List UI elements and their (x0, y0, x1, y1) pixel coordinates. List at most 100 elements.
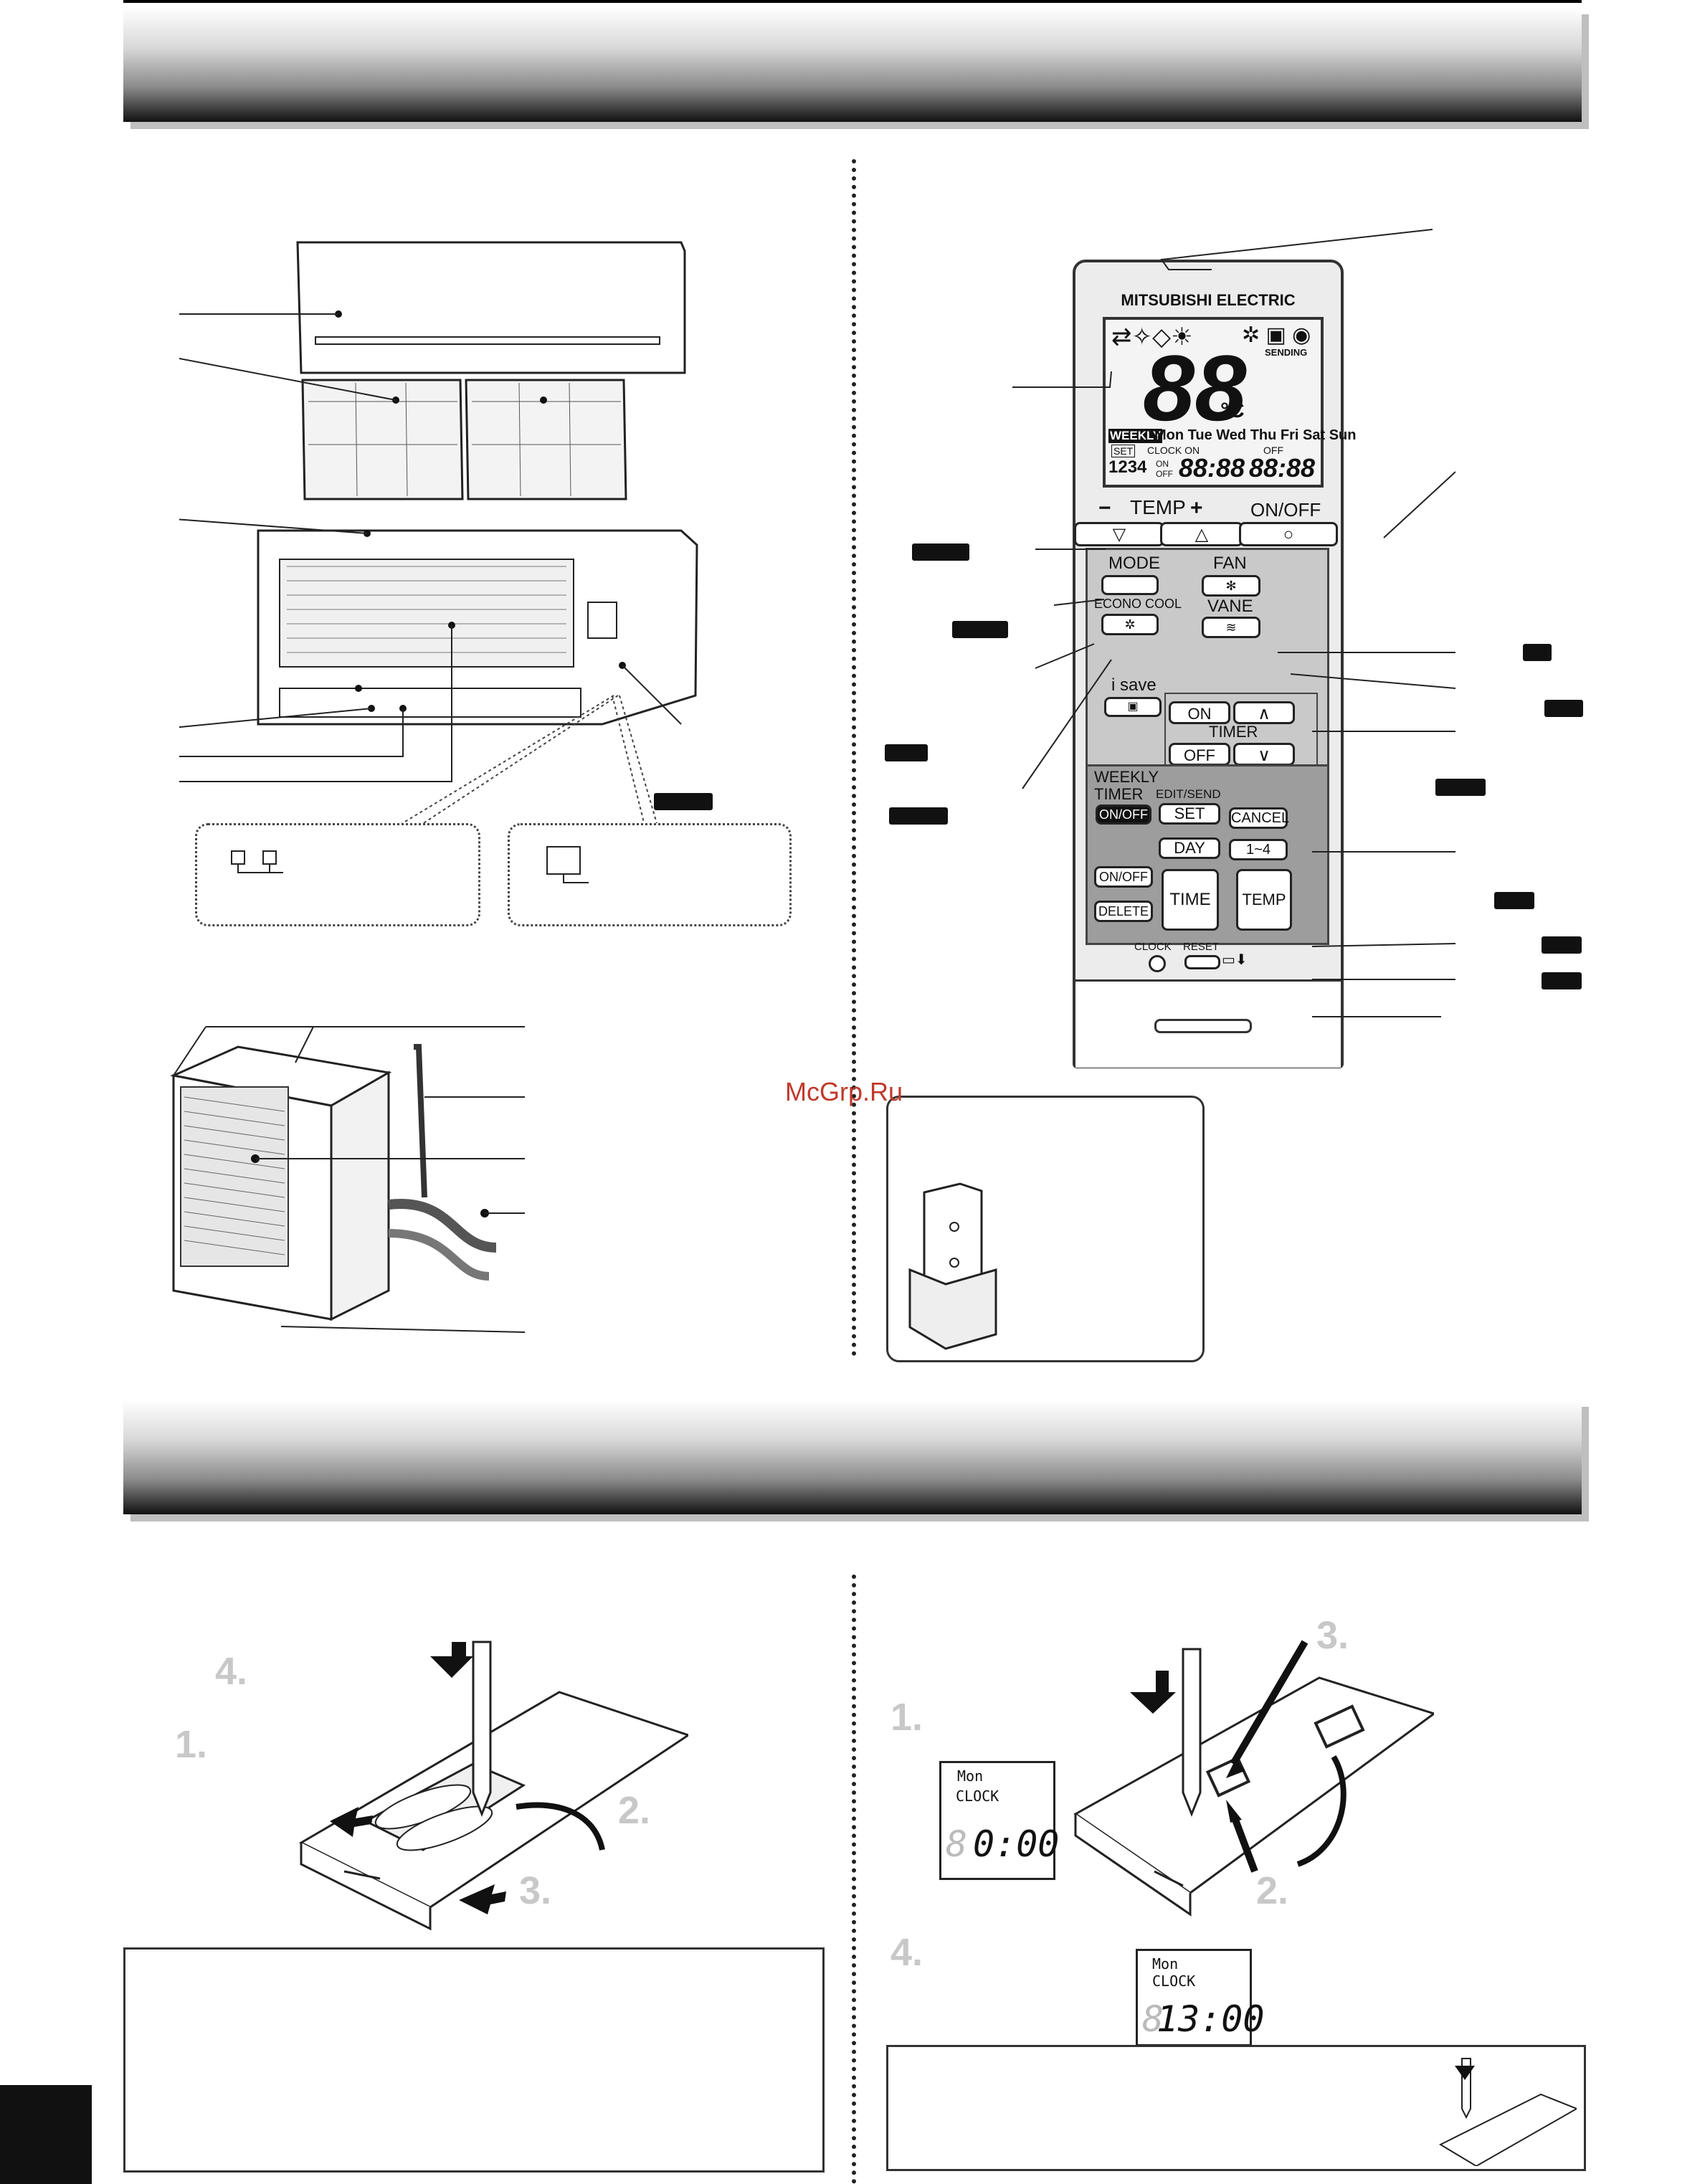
weekly-timer-onoff-button[interactable]: ON/OFF (1096, 804, 1151, 825)
reset-button[interactable] (1184, 955, 1220, 969)
weekly-timer-onoff-label: ON/OFF (1099, 807, 1148, 822)
timer-up-button[interactable]: ∧ (1233, 701, 1295, 724)
weekly-temp-label: TEMP (1242, 891, 1286, 908)
battery-step-3: 3. (519, 1869, 552, 1912)
temp-plus-icon: + (1190, 496, 1203, 520)
sensor-detail-box-left (195, 823, 480, 926)
top-rule (123, 0, 1582, 3)
watermark: McGrp.Ru (785, 1077, 903, 1106)
clock-display-2-day: Mon (1152, 1955, 1179, 1972)
onoff-label: ON/OFF (1250, 499, 1321, 521)
fan-label: FAN (1213, 554, 1247, 573)
time-button[interactable]: TIME (1162, 869, 1219, 931)
clock-step-4: 4. (891, 1931, 923, 1974)
lcd-on-off: ON OFF (1156, 459, 1173, 479)
isave-label: i save (1111, 675, 1157, 695)
timer-on-button[interactable]: ON (1169, 701, 1230, 724)
lcd-unit: °C (1220, 399, 1245, 422)
clock-display-2: Mon CLOCK 8 13:00 (1136, 1949, 1265, 2046)
timer-off-label: OFF (1184, 746, 1215, 764)
weekly-temp-button[interactable]: TEMP (1236, 869, 1292, 931)
temp-up-button[interactable]: △ (1160, 522, 1243, 546)
label-box-econo (952, 621, 1008, 638)
label-box-timer (1435, 779, 1486, 796)
lcd-set: SET (1111, 445, 1136, 457)
sensor-detail-box-right (508, 823, 792, 926)
clock-display-2-digits: 13:00 (1157, 1998, 1265, 2040)
power-button[interactable]: ○ (1239, 522, 1338, 546)
edit-send-label: EDIT/SEND (1156, 787, 1221, 801)
clock-display-1-day: Mon (957, 1767, 984, 1785)
timer-label: TIMER (1209, 723, 1258, 741)
lcd-weekly: WEEKLY (1108, 429, 1163, 443)
clock-step-1: 1. (891, 1696, 923, 1739)
remote-brand: MITSUBISHI ELECTRIC (1121, 291, 1296, 309)
page-edge-tab (0, 2085, 92, 2184)
section-header-band-1 (123, 7, 1582, 122)
delete-label: DELETE (1098, 904, 1149, 918)
remote-holder-box (886, 1096, 1205, 1362)
mode-label: MODE (1108, 554, 1160, 573)
clock-button[interactable] (1149, 955, 1166, 972)
vertical-divider-top (852, 159, 856, 1357)
clock-display-1-ghost: 8 (946, 1823, 968, 1865)
timer-on-label: ON (1187, 705, 1212, 723)
remote-cover (1075, 979, 1341, 1068)
timer-off-button[interactable]: OFF (1169, 743, 1230, 766)
outdoor-unit-illustration (170, 1026, 526, 1333)
label-box-fan (1523, 644, 1552, 661)
label-box-isave-2 (889, 807, 948, 825)
cover-slot (1154, 1019, 1252, 1033)
temp-minus-icon: − (1098, 496, 1111, 520)
lcd-prog: 1234 (1108, 457, 1147, 477)
day-label: DAY (1174, 839, 1205, 857)
econo-cool-label: ECONO COOL (1094, 597, 1182, 611)
label-box-vane (1544, 700, 1583, 717)
lcd-days: Mon Tue Wed Thu Fri Sat Sun (1154, 427, 1357, 443)
cancel-button[interactable]: CANCEL (1229, 807, 1290, 829)
remote-lcd: ⇄✧◇☀ ✲ ▣ ◉ 88 °C SENDING WEEKLY Mon Tue … (1103, 317, 1356, 488)
set-button[interactable]: SET (1159, 803, 1220, 825)
time-label: TIME (1169, 890, 1211, 909)
delete-button[interactable]: DELETE (1094, 901, 1153, 922)
econo-cool-button[interactable]: ✲ (1101, 614, 1159, 635)
weekly-onoff-button[interactable]: ON/OFF (1094, 866, 1153, 888)
lcd-sending: SENDING (1265, 347, 1308, 358)
range-button[interactable]: 1~4 (1229, 839, 1288, 860)
isave-button[interactable]: ▣ (1104, 697, 1162, 717)
battery-note-box (123, 1947, 825, 2173)
vane-button[interactable]: ≋ (1202, 617, 1260, 638)
vane-label: VANE (1207, 597, 1253, 616)
clock-display-1-label: CLOCK (956, 1787, 999, 1805)
remote-callout-lines (1012, 229, 1455, 1017)
section-header-band-2 (123, 1400, 1582, 1514)
lcd-mode-icons: ⇄✧◇☀ (1111, 323, 1193, 351)
clock-display-2-label: CLOCK (1152, 1972, 1196, 1990)
lcd-time-2: 88:88 (1249, 453, 1316, 483)
weekly-onoff-small-label: ON/OFF (1099, 870, 1148, 884)
clock-display-1: Mon CLOCK 8 0:00 (939, 1761, 1059, 1880)
cancel-label: CANCEL (1231, 810, 1290, 826)
remote-controller: MITSUBISHI ELECTRIC ⇄✧◇☀ ✲ ▣ ◉ 88 °C SEN… (1073, 260, 1356, 1068)
label-box-isave-1 (885, 744, 928, 761)
lcd-off: OFF (1263, 445, 1283, 456)
indoor-unit-illustration (179, 241, 698, 829)
timer-down-button[interactable]: ∨ (1233, 743, 1295, 766)
clock-label: CLOCK (1134, 941, 1172, 953)
temp-down-button[interactable]: ▽ (1074, 522, 1164, 546)
clock-display-1-digits: 0:00 (973, 1823, 1060, 1865)
clock-set-illustration (1073, 1640, 1434, 1917)
fan-button[interactable]: ✻ (1202, 575, 1260, 597)
set-label: SET (1174, 804, 1205, 822)
battery-step-4: 4. (215, 1650, 248, 1693)
temp-label: TEMP (1130, 496, 1186, 518)
lcd-status-icons: ✲ ▣ ◉ (1242, 323, 1311, 347)
clock-step-2: 2. (1256, 1869, 1289, 1912)
mode-button[interactable] (1101, 575, 1159, 595)
label-box-mode (912, 543, 969, 561)
vertical-divider-bottom (852, 1575, 856, 2184)
label-box-indoor (654, 793, 713, 810)
battery-install-illustration (298, 1641, 688, 1931)
clock-display-2-ghost: 8 (1142, 1998, 1164, 2040)
day-button[interactable]: DAY (1159, 837, 1220, 859)
